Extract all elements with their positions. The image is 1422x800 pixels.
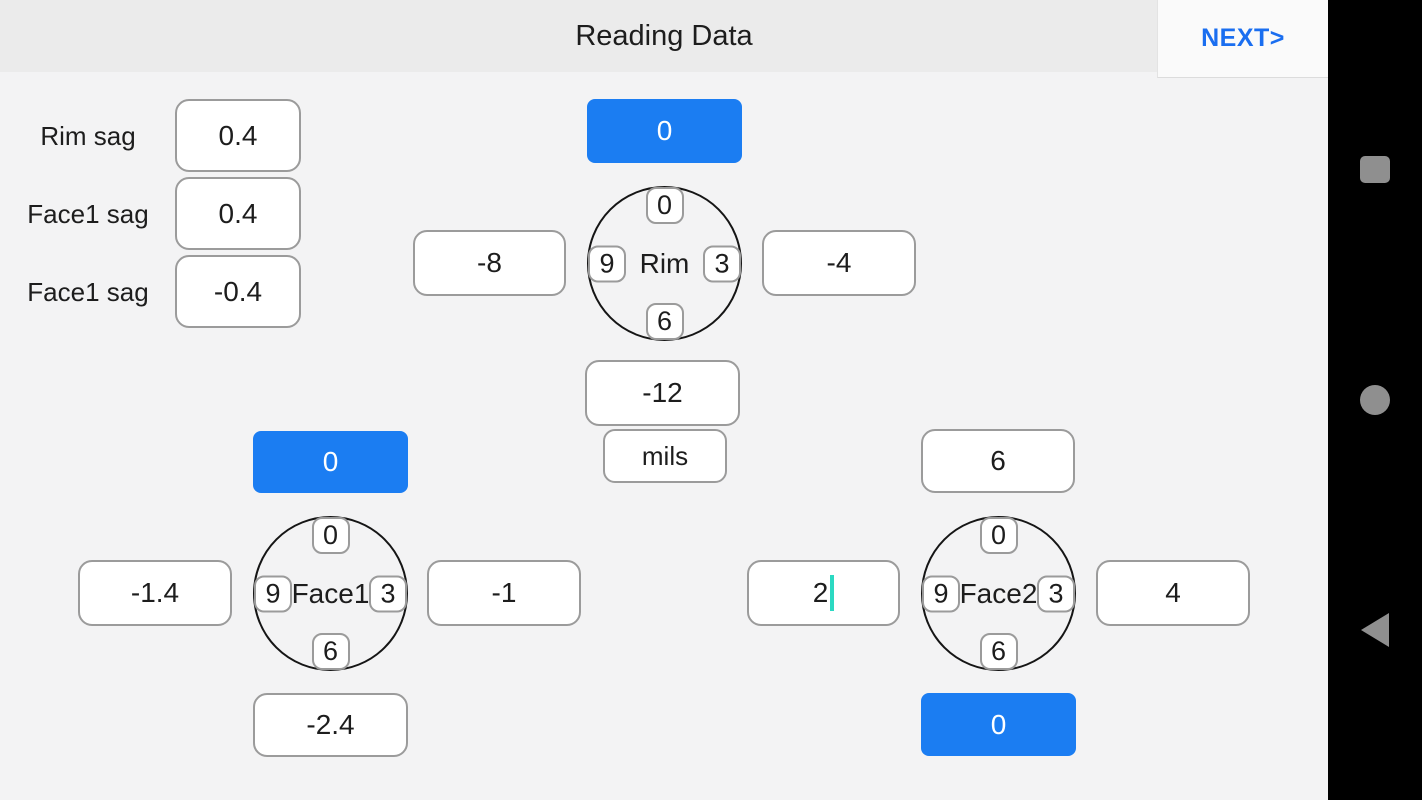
rim-3oclock-input[interactable]: -4 — [762, 230, 916, 296]
face1-sag-label: Face1 sag — [27, 198, 149, 229]
face1-clock-6-badge[interactable]: 6 — [311, 633, 350, 670]
face1-sag-input-2[interactable]: -0.4 — [175, 255, 301, 328]
units-button[interactable]: mils — [603, 429, 727, 483]
face2-clock-9-badge[interactable]: 9 — [922, 575, 960, 612]
face1-clock-3-badge[interactable]: 3 — [369, 575, 407, 612]
app-bar: Reading Data — [0, 0, 1328, 72]
face2-12oclock-input[interactable]: 6 — [921, 429, 1075, 493]
android-nav-bar — [1328, 0, 1422, 800]
face2-clock-0-badge[interactable]: 0 — [979, 517, 1018, 554]
home-circle-icon[interactable] — [1360, 385, 1390, 415]
face1-clock-9-badge[interactable]: 9 — [254, 575, 292, 612]
rim-6oclock-input[interactable]: -12 — [585, 360, 740, 426]
face1-top-zero-button[interactable]: 0 — [253, 431, 408, 493]
recents-square-icon[interactable] — [1360, 156, 1390, 183]
face1-3oclock-input[interactable]: -1 — [427, 560, 581, 626]
face1-dial-name: Face1 — [291, 577, 370, 609]
rim-clock-6-badge[interactable]: 6 — [645, 303, 684, 340]
face2-bottom-zero-button[interactable]: 0 — [921, 693, 1076, 756]
face2-clock-3-badge[interactable]: 3 — [1037, 575, 1075, 612]
back-triangle-icon[interactable] — [1361, 613, 1389, 647]
face1-sag-input[interactable]: 0.4 — [175, 177, 301, 250]
text-cursor — [830, 575, 835, 611]
face2-clock-6-badge[interactable]: 6 — [979, 633, 1018, 670]
face2-dial-circle: Face2 0 3 6 9 — [921, 516, 1076, 671]
face2-3oclock-input[interactable]: 4 — [1096, 560, 1250, 626]
rim-sag-input[interactable]: 0.4 — [175, 99, 301, 172]
face1-9oclock-input[interactable]: -1.4 — [78, 560, 232, 626]
face1-dial-circle: Face1 0 3 6 9 — [253, 516, 408, 671]
face2-9oclock-input-focused[interactable]: 2 — [747, 560, 900, 626]
face1-6oclock-input[interactable]: -2.4 — [253, 693, 408, 757]
face2-9oclock-value: 2 — [812, 577, 829, 608]
rim-top-zero-button[interactable]: 0 — [587, 99, 742, 163]
rim-clock-9-badge[interactable]: 9 — [588, 245, 626, 282]
page-title: Reading Data — [575, 19, 753, 52]
face1-sag-label-2: Face1 sag — [27, 276, 149, 307]
rim-clock-3-badge[interactable]: 3 — [703, 245, 741, 282]
rim-sag-label: Rim sag — [40, 120, 136, 151]
rim-9oclock-input[interactable]: -8 — [413, 230, 566, 296]
face2-dial-name: Face2 — [959, 577, 1038, 609]
face1-clock-0-badge[interactable]: 0 — [311, 517, 350, 554]
next-button[interactable]: NEXT> — [1157, 0, 1328, 78]
rim-dial-name: Rim — [639, 247, 690, 279]
rim-dial-circle: Rim 0 3 6 9 — [587, 186, 742, 341]
rim-clock-0-badge[interactable]: 0 — [645, 187, 684, 224]
